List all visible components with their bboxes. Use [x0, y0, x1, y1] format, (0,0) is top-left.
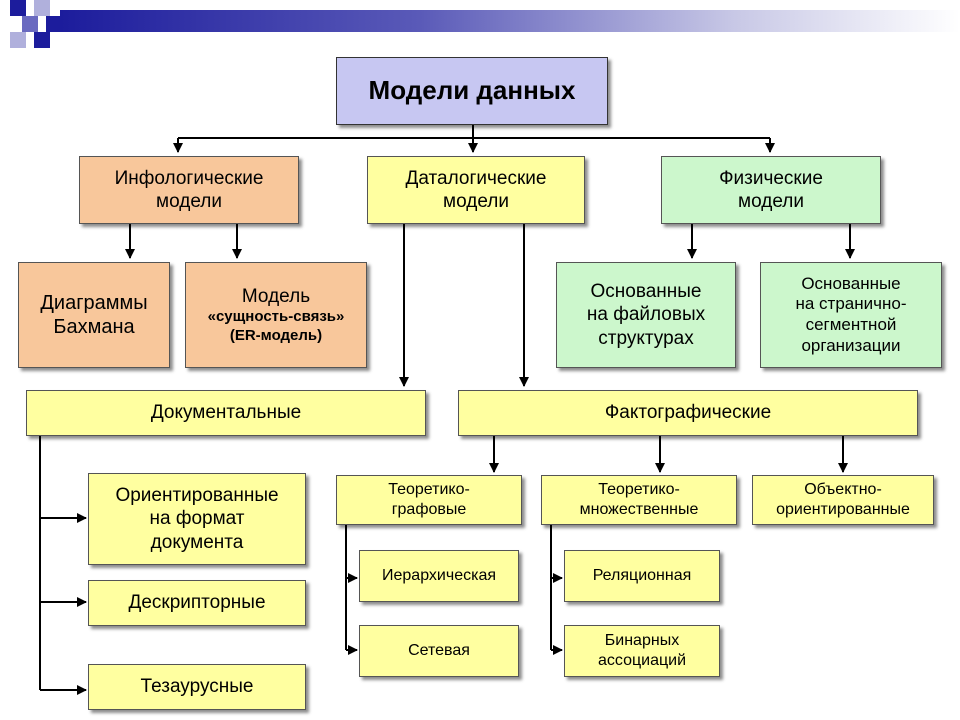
er-model-label-1: Модель: [241, 286, 311, 308]
er-model-label-2: «сущность-связь»: [207, 308, 345, 326]
graph-theoretic-label: Теоретико- графовые: [388, 481, 470, 518]
infological-label: Инфологические модели: [114, 167, 264, 212]
page-segment-label: Основанные на странично- сегментной орга…: [795, 273, 907, 355]
factographic-label: Фактографические: [604, 402, 772, 424]
format-oriented-label: Ориентированные на формат документа: [115, 485, 279, 553]
format-oriented-box: Ориентированные на формат документа: [88, 473, 306, 565]
network-box: Сетевая: [359, 625, 519, 677]
object-oriented-box: Объектно- ориентированные: [752, 475, 934, 525]
thesaurus-box: Тезаурусные: [88, 664, 306, 710]
bachman-label: Диаграммы Бахмана: [40, 291, 148, 338]
decor-square: [10, 32, 26, 48]
descriptor-label: Дескрипторные: [128, 592, 266, 614]
binary-assoc-label: Бинарных ассоциаций: [597, 632, 686, 669]
page-segment-box: Основанные на странично- сегментной орга…: [760, 262, 942, 368]
er-model-box: Модель «сущность-связь» (ER-модель): [185, 262, 367, 368]
binary-assoc-box: Бинарных ассоциаций: [564, 625, 720, 677]
file-based-box: Основанные на файловых структурах: [556, 262, 736, 368]
hierarchical-label: Иерархическая: [382, 567, 496, 585]
physical-box: Физические модели: [661, 156, 881, 224]
relational-box: Реляционная: [564, 550, 720, 602]
relational-label: Реляционная: [592, 567, 692, 585]
thesaurus-label: Тезаурусные: [140, 676, 254, 698]
page-title: Модели данных: [368, 75, 576, 106]
physical-label: Физические модели: [719, 167, 823, 212]
datalogical-label: Даталогические модели: [405, 167, 547, 212]
decor-square: [46, 16, 62, 32]
header-gradient-bar: [60, 10, 960, 32]
set-theoretic-label: Теоретико- множественные: [579, 481, 699, 518]
bachman-box: Диаграммы Бахмана: [18, 262, 170, 368]
factographic-box: Фактографические: [458, 390, 918, 436]
decor-square: [34, 0, 50, 16]
hierarchical-box: Иерархическая: [359, 550, 519, 602]
file-based-label: Основанные на файловых структурах: [586, 281, 706, 349]
infological-box: Инфологические модели: [79, 156, 299, 224]
decor-square: [10, 0, 26, 16]
decor-square: [34, 32, 50, 48]
documentary-box: Документальные: [26, 390, 426, 436]
datalogical-box: Даталогические модели: [367, 156, 585, 224]
object-oriented-label: Объектно- ориентированные: [776, 481, 910, 518]
documentary-label: Документальные: [150, 402, 302, 424]
graph-theoretic-box: Теоретико- графовые: [336, 475, 522, 525]
title-box: Модели данных: [336, 57, 608, 125]
decor-square: [22, 16, 38, 32]
er-model-label-3: (ER-модель): [229, 326, 323, 344]
descriptor-box: Дескрипторные: [88, 580, 306, 626]
network-label: Сетевая: [408, 642, 470, 660]
set-theoretic-box: Теоретико- множественные: [541, 475, 737, 525]
